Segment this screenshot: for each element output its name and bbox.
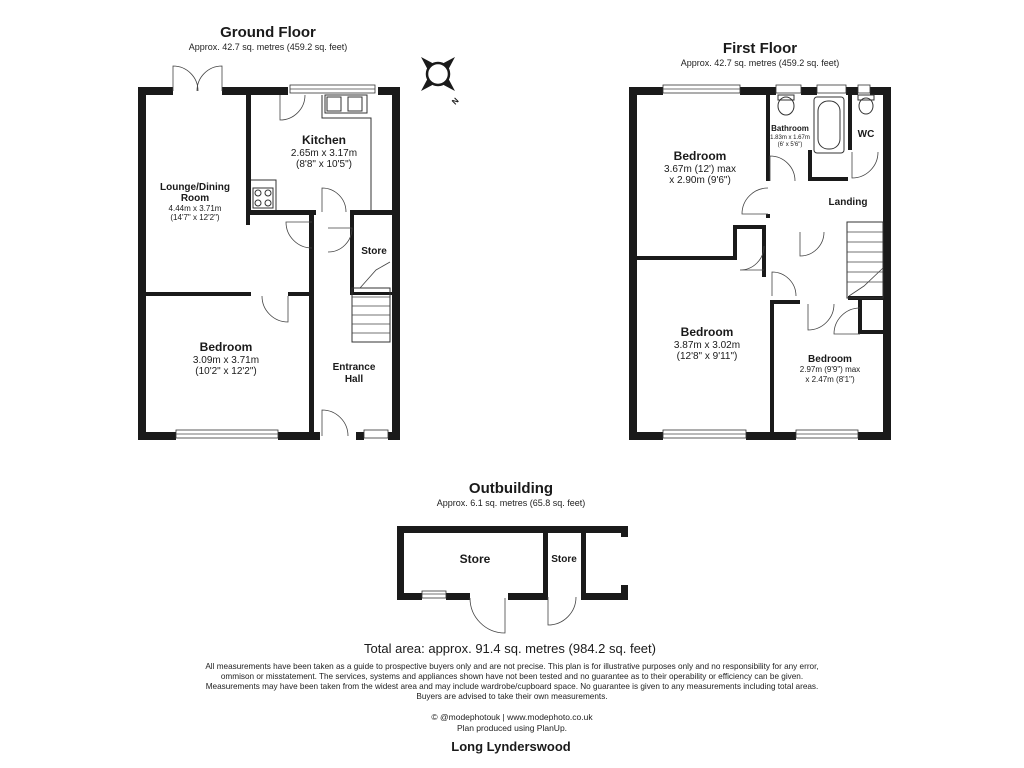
credit-line-2: Plan produced using PlanUp. <box>457 723 567 733</box>
bathroom-label: Bathroom <box>771 124 809 133</box>
disclaimer-line-1: All measurements have been taken as a gu… <box>205 662 818 671</box>
footer: Total area: approx. 91.4 sq. metres (984… <box>205 641 818 754</box>
ground-bedroom-dim-ft: (10'2" x 12'2") <box>195 366 257 377</box>
bedroom1-door <box>741 187 769 215</box>
bedroom3-dim-line1: 2.97m (9'9") max <box>800 365 860 374</box>
first-floor-title: First Floor <box>723 40 797 57</box>
bedroom3-label: Bedroom <box>808 354 852 365</box>
lounge-dim-ft: (14'7" x 12'2") <box>170 213 220 222</box>
ground-bedroom-dim-m: 3.09m x 3.71m <box>193 355 259 366</box>
disclaimer-line-2: ommison or misstatement. The services, s… <box>221 672 803 681</box>
cupboard-door-1 <box>799 231 825 257</box>
disclaimer-line-4: Buyers are advised to take their own mea… <box>416 692 607 701</box>
bedroom2-dim-ft: (12'8" x 9'11") <box>677 351 738 362</box>
bedroom2-label: Bedroom <box>681 325 734 339</box>
bedroom-door <box>261 295 289 323</box>
bathroom-dim-m: 1.83m x 1.67m <box>770 135 810 141</box>
bedroom2-door <box>739 245 765 271</box>
landing-label: Landing <box>829 197 868 208</box>
outbuilding-store2-door <box>547 596 577 626</box>
lounge-label-line2: Room <box>181 193 209 204</box>
bedroom1-dim-line1: 3.67m (12') max <box>664 164 736 175</box>
kitchen-label: Kitchen <box>302 133 346 147</box>
bedroom3-door <box>807 303 835 331</box>
wc-door <box>851 151 879 179</box>
lounge-dim-m: 4.44m x 3.71m <box>169 204 222 213</box>
ground-floor-walls <box>138 87 400 440</box>
outbuilding-area: Approx. 6.1 sq. metres (65.8 sq. feet) <box>437 498 586 508</box>
kitchen-dim-ft: (8'8" x 10'5") <box>296 159 352 170</box>
cupboard-door-2 <box>833 307 861 335</box>
bathroom-dim-ft: (6' x 5'6") <box>778 142 803 148</box>
first-floor-area: Approx. 42.7 sq. metres (459.2 sq. feet) <box>681 58 840 68</box>
lounge-label: Lounge/Dining <box>160 182 230 193</box>
lounge-french-doors <box>172 65 223 92</box>
lounge-door <box>285 221 313 249</box>
outbuilding-store2-label: Store <box>551 554 577 565</box>
kitchen-units <box>251 94 372 210</box>
entrance-hall-label: Entrance <box>333 362 376 373</box>
first-floor-walls <box>629 87 891 440</box>
bedroom2-dim-m: 3.87m x 3.02m <box>674 340 740 351</box>
ground-floor-area: Approx. 42.7 sq. metres (459.2 sq. feet) <box>189 42 348 52</box>
first-floor-plan: First Floor Approx. 42.7 sq. metres (459… <box>629 40 891 440</box>
credit-line-1: © @modephotouk | www.modephoto.co.uk <box>431 712 593 722</box>
landing-door <box>771 271 797 297</box>
kitchen-door <box>321 187 347 213</box>
wc-label: WC <box>858 129 875 140</box>
property-name: Long Lynderswood <box>451 739 570 754</box>
bathroom-door <box>769 155 796 182</box>
outbuilding-plan: Outbuilding Approx. 6.1 sq. metres (65.8… <box>397 480 628 634</box>
kitchen-dim-m: 2.65m x 3.17m <box>291 148 357 159</box>
bedroom1-label: Bedroom <box>674 149 727 163</box>
ground-bedroom-label: Bedroom <box>200 340 253 354</box>
ground-floor-title: Ground Floor <box>220 24 316 41</box>
compass-icon <box>421 57 455 91</box>
disclaimer-line-3: Measurements may have been taken from th… <box>206 682 819 691</box>
ground-store-label: Store <box>361 246 387 257</box>
total-area: Total area: approx. 91.4 sq. metres (984… <box>364 641 656 656</box>
ground-floor-plan: Ground Floor Approx. 42.7 sq. metres (45… <box>138 24 461 440</box>
bathroom-fixtures <box>777 94 875 154</box>
outbuilding-title: Outbuilding <box>469 480 553 497</box>
ground-floor-stairs <box>351 261 391 343</box>
front-door <box>321 409 349 437</box>
outbuilding-walls <box>397 526 628 600</box>
compass-north-label: N <box>450 96 461 107</box>
outbuilding-store-label: Store <box>460 552 491 566</box>
entrance-hall-label-line2: Hall <box>345 374 364 385</box>
store-door <box>327 227 353 253</box>
outbuilding-window <box>421 590 447 599</box>
bedroom3-dim-line2: x 2.47m (8'1") <box>805 375 855 384</box>
outbuilding-store-door <box>469 597 506 634</box>
first-floor-stairs <box>846 221 884 299</box>
bedroom1-dim-line2: x 2.90m (9'6") <box>669 175 731 186</box>
kitchen-back-door <box>279 94 306 121</box>
